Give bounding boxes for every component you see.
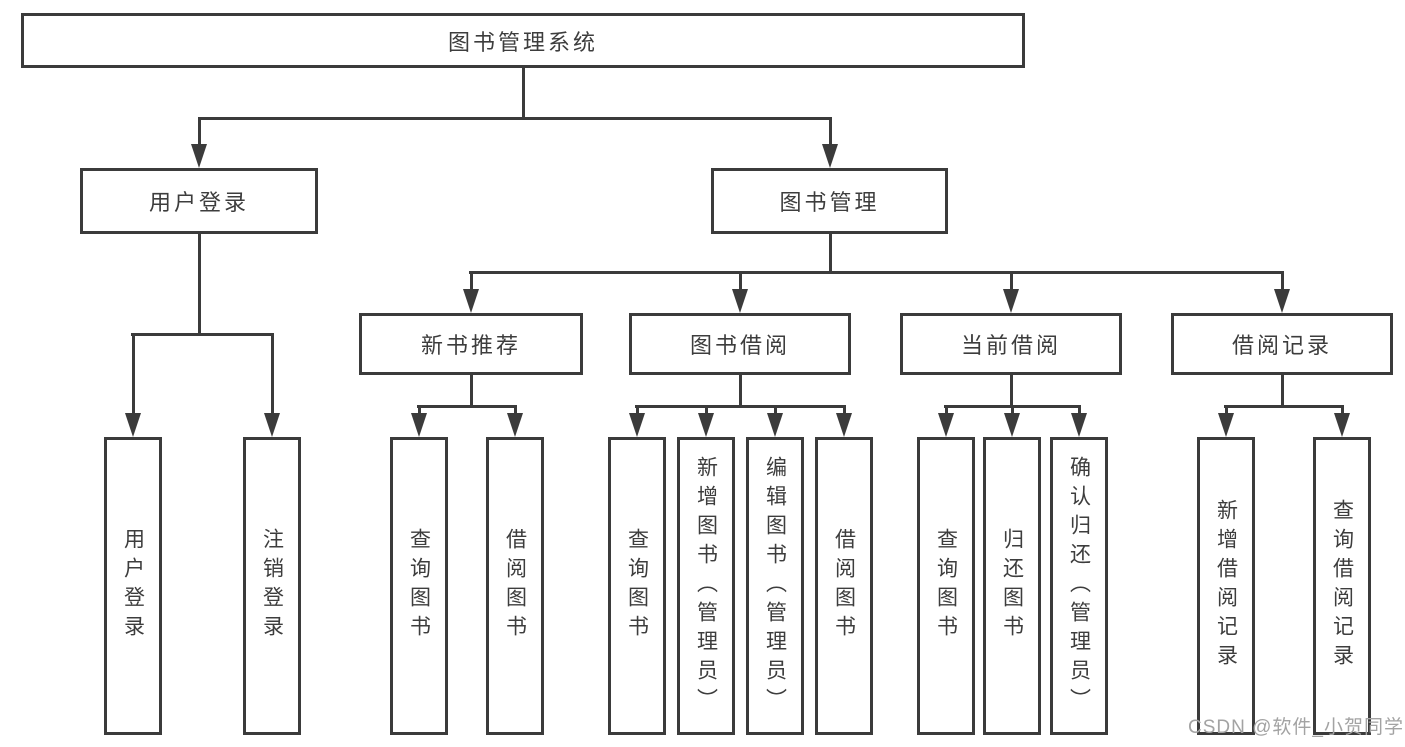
arrowhead-new-book (463, 289, 479, 313)
leaf-current-query-books: 查询图书 (917, 437, 975, 735)
node-label: 借阅图书 (832, 528, 856, 644)
leaf-current-return-books: 归还图书 (983, 437, 1041, 735)
arrowhead-current-borrowing (1003, 289, 1019, 313)
arrowhead-borrow-query (629, 413, 645, 437)
arrowhead-book-management (822, 144, 838, 168)
arrowhead-current-confirm (1071, 413, 1087, 437)
connector-rail-book-borrowing (635, 405, 846, 408)
node-label: 图书管理系统 (447, 29, 598, 55)
connector-rail-borrowing-records (1224, 405, 1344, 408)
connector-rail-root (198, 117, 831, 120)
connector-stem-user-login (198, 234, 201, 336)
leaf-records-query-record: 查询借阅记录 (1313, 437, 1371, 735)
arrowhead-leaf-user-login (125, 413, 141, 437)
node-label: 用户登录 (148, 190, 249, 215)
connector-drop-new-book (470, 271, 473, 291)
arrowhead-current-return (1004, 413, 1020, 437)
connector-drop-current-confirm (1078, 405, 1081, 415)
arrowhead-borrow-add (698, 413, 714, 437)
node-label: 注销登录 (260, 528, 284, 644)
leaf-newbook-borrow-books: 借阅图书 (486, 437, 544, 735)
connector-drop-user-login (198, 117, 201, 146)
connector-drop-newbook-borrow (514, 405, 517, 415)
arrowhead-borrowing-records (1274, 289, 1290, 313)
arrowhead-book-borrowing (732, 289, 748, 313)
connector-stem-book-borrowing (739, 375, 742, 408)
arrowhead-records-add (1218, 413, 1234, 437)
node-book-management: 图书管理 (711, 168, 948, 234)
arrowhead-borrow-borrow (836, 413, 852, 437)
node-label: 查询图书 (407, 528, 431, 644)
node-label: 借阅记录 (1231, 333, 1332, 358)
connector-stem-new-book (470, 375, 473, 408)
arrowhead-records-query (1334, 413, 1350, 437)
node-label: 编辑图书（管理员） (763, 455, 787, 717)
leaf-logout-login: 注销登录 (243, 437, 301, 735)
leaf-records-add-record: 新增借阅记录 (1197, 437, 1255, 735)
connector-rail-book-management (469, 271, 1283, 274)
node-label: 借阅图书 (503, 528, 527, 644)
connector-drop-newbook-query (418, 405, 421, 415)
connector-drop-book-borrowing (739, 271, 742, 291)
arrowhead-leaf-logout (264, 413, 280, 437)
connector-drop-records-add (1225, 405, 1228, 415)
connector-drop-borrowing-records (1281, 271, 1284, 291)
arrowhead-borrow-edit (767, 413, 783, 437)
watermark: CSDN @软件_小贺同学 (1188, 717, 1404, 738)
node-label: 图书借阅 (689, 333, 790, 358)
connector-stem-current-borrowing (1010, 375, 1013, 408)
connector-drop-leaf-logout (271, 333, 274, 415)
node-label: 查询图书 (625, 528, 649, 644)
node-book-borrowing: 图书借阅 (629, 313, 851, 375)
connector-drop-leaf-user-login (132, 333, 135, 415)
connector-drop-records-query (1341, 405, 1344, 415)
connector-drop-borrow-query (636, 405, 639, 415)
arrowhead-current-query (938, 413, 954, 437)
connector-drop-current-return (1011, 405, 1014, 415)
node-label: 归还图书 (1000, 528, 1024, 644)
node-user-login: 用户登录 (80, 168, 318, 234)
connector-drop-book-management (829, 117, 832, 146)
leaf-borrow-query-books: 查询图书 (608, 437, 666, 735)
arrowhead-newbook-query (411, 413, 427, 437)
leaf-borrow-edit-books-admin: 编辑图书（管理员） (746, 437, 804, 735)
arrowhead-user-login (191, 144, 207, 168)
leaf-newbook-query-books: 查询图书 (390, 437, 448, 735)
node-label: 新增图书（管理员） (694, 455, 718, 717)
node-borrowing-records: 借阅记录 (1171, 313, 1393, 375)
arrowhead-newbook-borrow (507, 413, 523, 437)
connector-drop-current-borrowing (1010, 271, 1013, 291)
node-label: 用户登录 (121, 528, 145, 644)
leaf-current-confirm-return-admin: 确认归还（管理员） (1050, 437, 1108, 735)
node-label: 查询图书 (934, 528, 958, 644)
leaf-borrow-borrow-books: 借阅图书 (815, 437, 873, 735)
connector-stem-book-management (829, 234, 832, 274)
node-label: 当前借阅 (960, 333, 1061, 358)
node-label: 新书推荐 (420, 333, 521, 358)
connector-rail-user-login (131, 333, 274, 336)
node-current-borrowing: 当前借阅 (900, 313, 1122, 375)
connector-drop-borrow-edit (774, 405, 777, 415)
connector-drop-borrow-borrow (843, 405, 846, 415)
connector-stem-root (522, 68, 525, 120)
node-label: 查询借阅记录 (1330, 499, 1354, 673)
connector-drop-borrow-add (705, 405, 708, 415)
leaf-user-login: 用户登录 (104, 437, 162, 735)
node-new-book-recommendation: 新书推荐 (359, 313, 583, 375)
node-library-management-system: 图书管理系统 (21, 13, 1025, 68)
leaf-borrow-add-books-admin: 新增图书（管理员） (677, 437, 735, 735)
connector-drop-current-query (945, 405, 948, 415)
node-label: 图书管理 (779, 190, 880, 215)
node-label: 确认归还（管理员） (1067, 455, 1091, 717)
connector-rail-new-book (417, 405, 517, 408)
node-label: 新增借阅记录 (1214, 499, 1238, 673)
connector-stem-borrowing-records (1281, 375, 1284, 408)
